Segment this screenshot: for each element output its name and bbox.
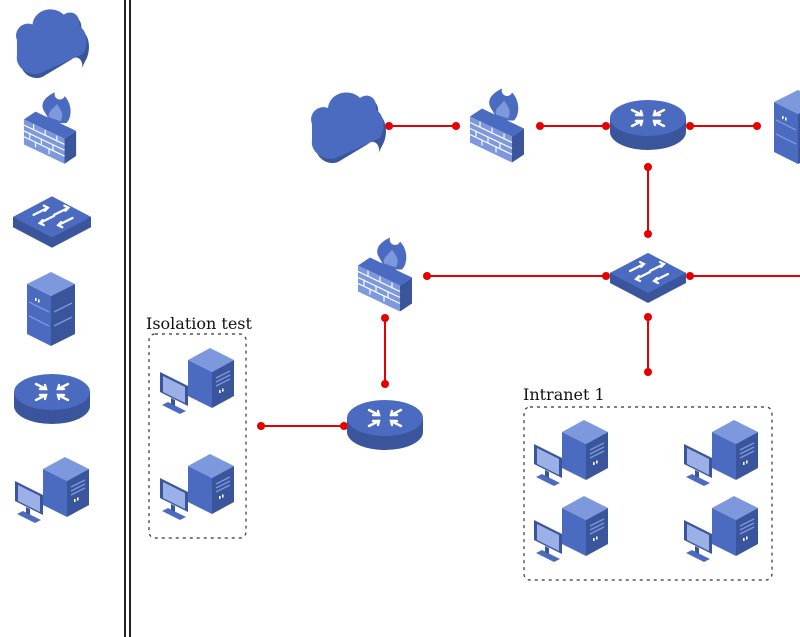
connector-endpoint[interactable] (381, 380, 389, 388)
node-intranet-workstation-2[interactable] (683, 419, 759, 487)
node-firewall-mid[interactable] (357, 237, 413, 313)
connector-endpoint[interactable] (452, 122, 460, 130)
node-isolation-workstation-1[interactable] (159, 347, 235, 415)
connector-endpoint[interactable] (686, 122, 694, 130)
connector-endpoint[interactable] (536, 122, 544, 130)
node-intranet-workstation-3[interactable] (533, 495, 609, 563)
firewall-icon (357, 237, 413, 313)
connector-endpoint[interactable] (644, 163, 652, 171)
router-icon (610, 98, 686, 152)
node-router-bottom[interactable] (347, 398, 423, 452)
connector-endpoint[interactable] (385, 122, 393, 130)
server-icon (773, 89, 800, 164)
router-icon (347, 398, 423, 452)
connector-endpoint[interactable] (381, 314, 389, 322)
palette-workstation-icon[interactable] (13, 455, 91, 527)
connector-endpoint[interactable] (257, 422, 265, 430)
group-label-intranet-1: Intranet 1 (523, 385, 605, 404)
connector-endpoint[interactable] (753, 122, 761, 130)
palette-firewall-icon[interactable] (22, 92, 80, 165)
group-intranet-1[interactable] (523, 406, 773, 581)
workstation-icon (683, 419, 759, 487)
palette-router-icon[interactable] (13, 368, 91, 430)
diagram-canvas[interactable]: Isolation test Intranet 1 (131, 0, 800, 637)
group-isolation-test[interactable] (148, 333, 247, 539)
connector-endpoint[interactable] (644, 368, 652, 376)
connector-endpoint[interactable] (602, 272, 610, 280)
node-isolation-workstation-2[interactable] (159, 453, 235, 521)
panel-divider[interactable] (124, 0, 126, 637)
workstation-icon (159, 453, 235, 521)
workstation-icon (683, 495, 759, 563)
workstation-icon (533, 495, 609, 563)
node-server[interactable] (773, 89, 800, 164)
firewall-icon (469, 88, 525, 164)
node-firewall-top[interactable] (469, 88, 525, 164)
workstation-icon (533, 419, 609, 487)
connector-endpoint[interactable] (602, 122, 610, 130)
cloud-icon (311, 92, 386, 163)
connector-endpoint[interactable] (686, 272, 694, 280)
palette-server-icon[interactable] (25, 270, 77, 346)
shape-palette (0, 0, 122, 637)
connector-endpoint[interactable] (423, 272, 431, 280)
node-switch[interactable] (610, 251, 686, 303)
connector-endpoint[interactable] (644, 230, 652, 238)
workstation-icon (159, 347, 235, 415)
node-intranet-workstation-1[interactable] (533, 419, 609, 487)
switch-icon (610, 251, 686, 303)
palette-switch-icon[interactable] (13, 190, 91, 248)
group-label-isolation-test: Isolation test (146, 314, 253, 333)
connector-endpoint[interactable] (644, 313, 652, 321)
palette-cloud-icon[interactable] (13, 5, 91, 78)
connector-endpoint[interactable] (340, 422, 348, 430)
panel-divider-inner[interactable] (129, 0, 131, 637)
node-router-top[interactable] (610, 98, 686, 152)
node-intranet-workstation-4[interactable] (683, 495, 759, 563)
node-cloud[interactable] (311, 92, 386, 164)
